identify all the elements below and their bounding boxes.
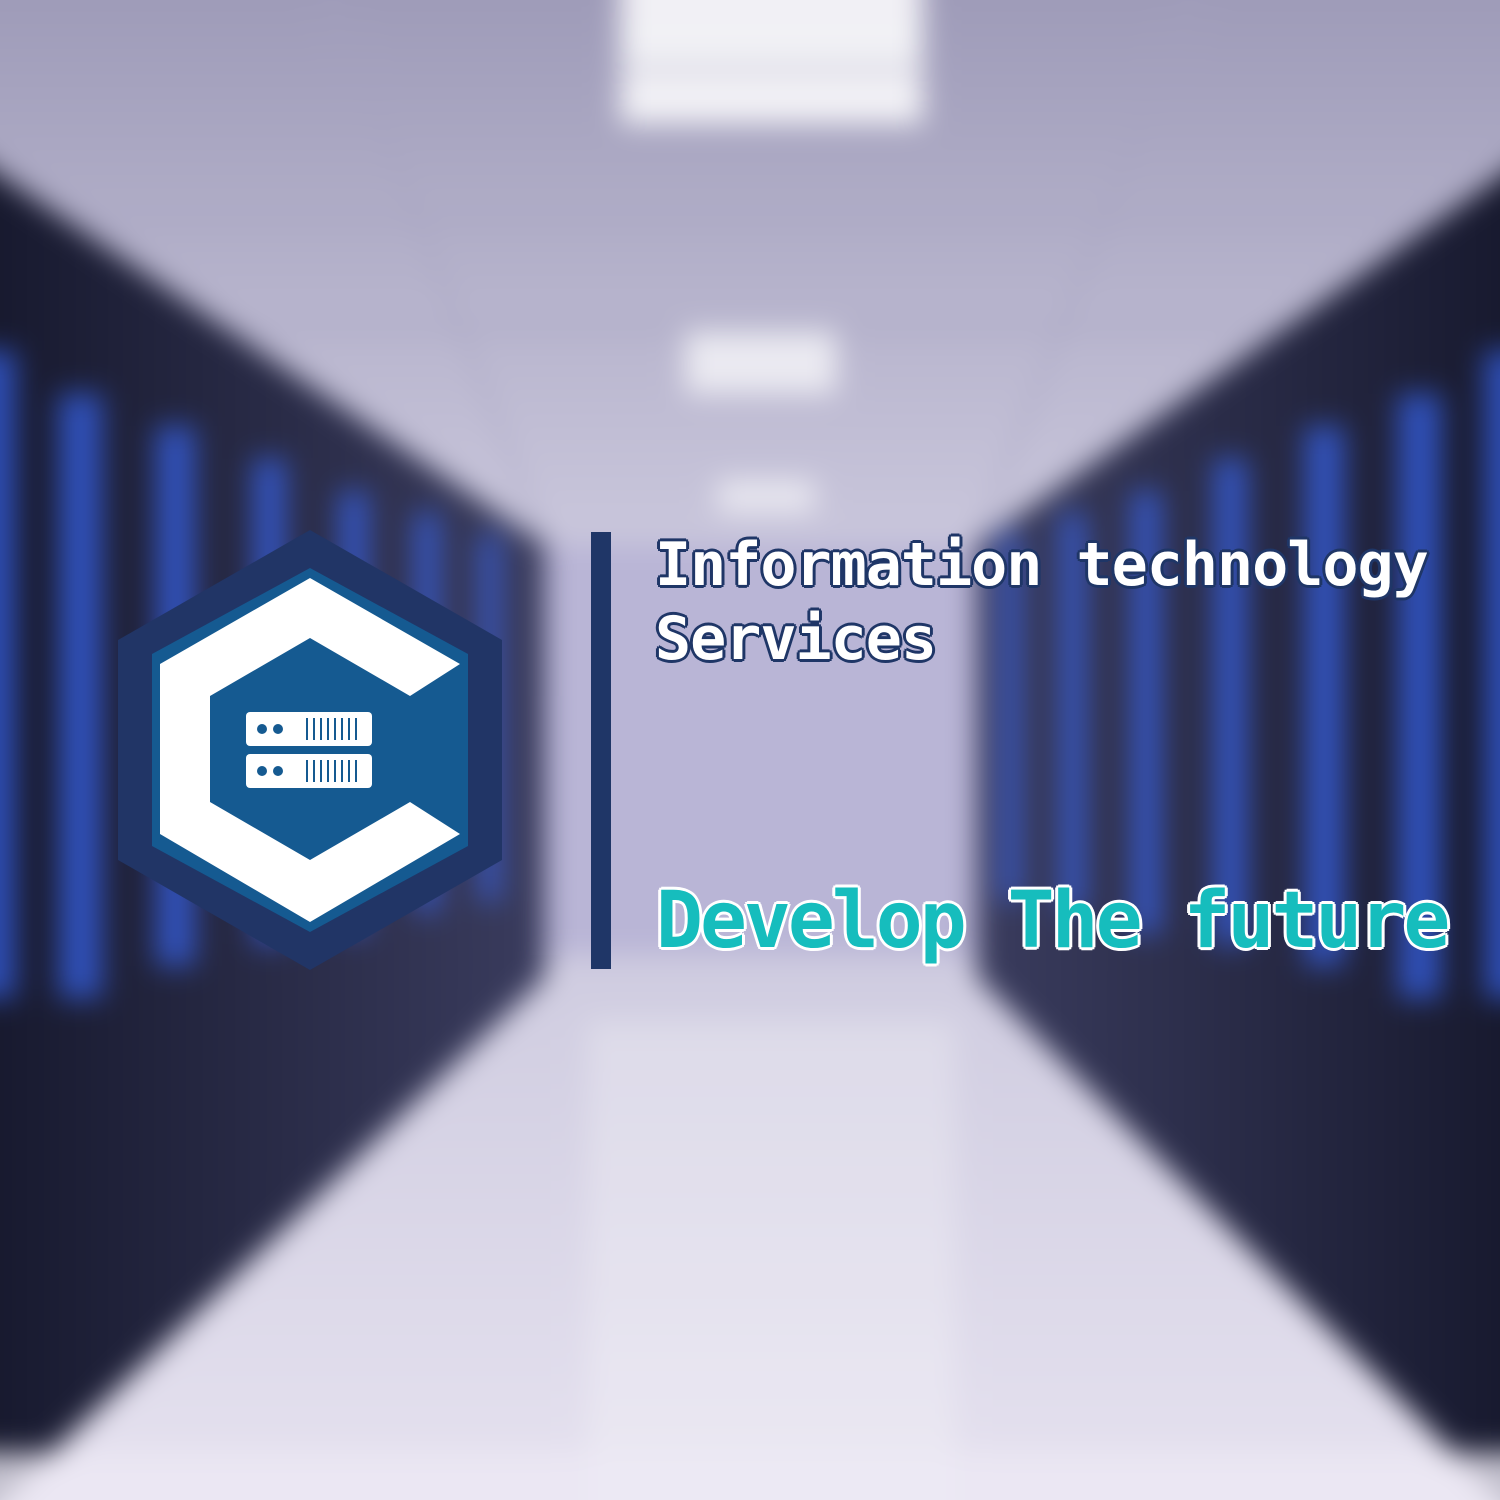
headline: Information technology Services: [654, 528, 1430, 676]
headline-line-1: Information technology: [654, 529, 1430, 601]
company-logo-icon: [118, 530, 502, 970]
headline-line-2: Services: [654, 603, 938, 675]
vertical-divider: [591, 532, 611, 969]
tagline: Develop The future ;: [656, 876, 1500, 966]
server-icon: [246, 712, 372, 788]
